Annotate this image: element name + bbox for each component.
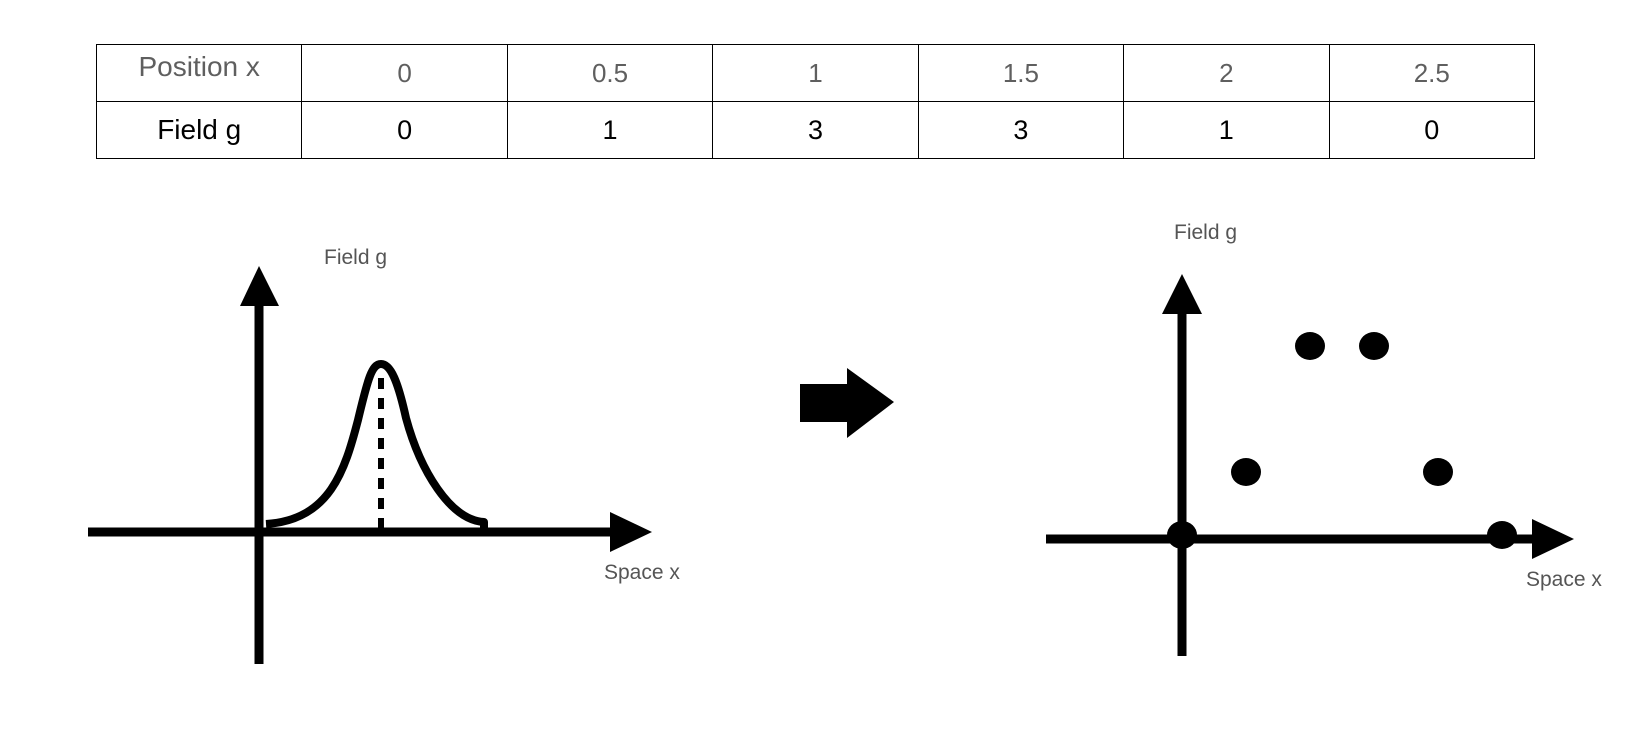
sample-points bbox=[1167, 332, 1517, 549]
discrete-x-arrowhead bbox=[1532, 519, 1574, 559]
field-cell: 0 bbox=[1328, 101, 1536, 159]
continuous-plot: Field g Space x bbox=[88, 246, 680, 664]
continuous-y-arrowhead bbox=[240, 266, 279, 306]
sample-table: Position x 0 0.5 1 1.5 2 2.5 Field g 0 1… bbox=[95, 44, 1536, 159]
sample-point bbox=[1423, 458, 1453, 486]
gaussian-curve bbox=[265, 360, 488, 532]
sample-point bbox=[1487, 521, 1517, 549]
discrete-y-arrowhead bbox=[1162, 274, 1202, 314]
position-cell: 1.5 bbox=[917, 44, 1125, 102]
field-row: Field g 0 1 3 3 1 0 bbox=[95, 101, 1536, 159]
discrete-y-label: Field g bbox=[1174, 221, 1237, 244]
continuous-x-label: Space x bbox=[604, 561, 680, 584]
sample-point bbox=[1295, 332, 1325, 360]
field-cell: 0 bbox=[301, 101, 508, 159]
continuous-y-label: Field g bbox=[324, 246, 387, 269]
field-cell: 1 bbox=[506, 101, 714, 159]
field-cell: 3 bbox=[712, 101, 919, 159]
sample-point bbox=[1167, 521, 1197, 549]
field-header: Field g bbox=[95, 101, 303, 159]
position-header: Position x bbox=[95, 44, 303, 102]
discrete-plot: Field g Space x bbox=[1046, 221, 1602, 656]
discrete-x-label: Space x bbox=[1526, 568, 1602, 591]
field-cell: 1 bbox=[1123, 101, 1330, 159]
transform-arrow bbox=[800, 368, 894, 438]
continuous-x-arrowhead bbox=[610, 512, 652, 552]
sample-point bbox=[1359, 332, 1389, 360]
position-cell: 2 bbox=[1123, 44, 1330, 102]
field-cell: 3 bbox=[917, 101, 1125, 159]
position-cell: 0 bbox=[301, 44, 508, 102]
sample-point bbox=[1231, 458, 1261, 486]
position-row: Position x 0 0.5 1 1.5 2 2.5 bbox=[95, 44, 1536, 102]
